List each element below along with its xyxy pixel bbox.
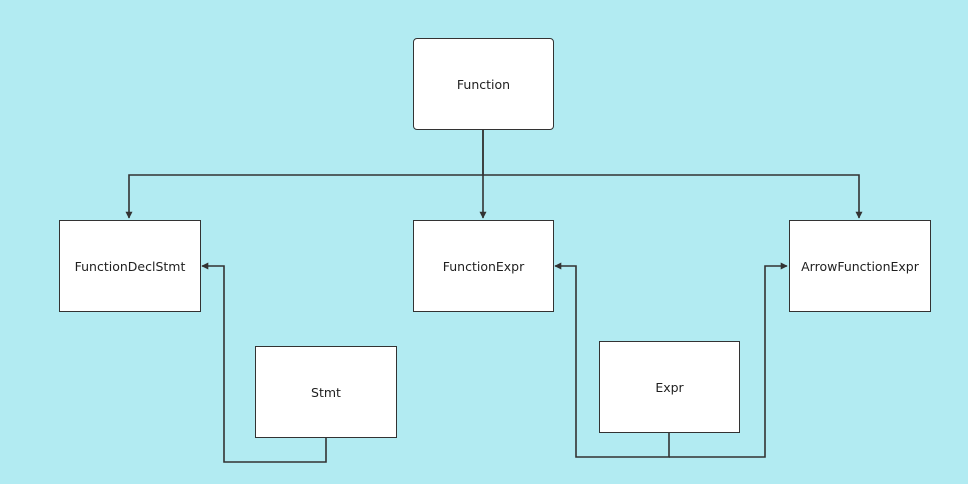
- node-arrow-function-expr[interactable]: ArrowFunctionExpr: [789, 220, 931, 312]
- node-arrow-function-expr-label: ArrowFunctionExpr: [801, 258, 919, 274]
- node-expr[interactable]: Expr: [599, 341, 740, 433]
- node-stmt[interactable]: Stmt: [255, 346, 397, 438]
- edge-expr-to-arrowfunctionexpr: [669, 262, 788, 458]
- node-function-expr-label: FunctionExpr: [442, 258, 525, 274]
- node-function[interactable]: Function: [413, 38, 554, 130]
- node-function-expr[interactable]: FunctionExpr: [413, 220, 554, 312]
- edge-function-to-functiondeclstmt: [125, 130, 484, 219]
- node-stmt-label: Stmt: [311, 384, 341, 400]
- node-expr-label: Expr: [655, 379, 684, 395]
- node-function-decl-stmt-label: FunctionDeclStmt: [74, 258, 186, 274]
- edge-expr-to-functionexpr: [554, 262, 670, 458]
- node-function-label: Function: [456, 76, 511, 92]
- edge-stmt-to-functiondeclstmt: [201, 262, 327, 463]
- edge-function-to-arrowfunctionexpr: [483, 174, 863, 219]
- node-function-decl-stmt[interactable]: FunctionDeclStmt: [59, 220, 201, 312]
